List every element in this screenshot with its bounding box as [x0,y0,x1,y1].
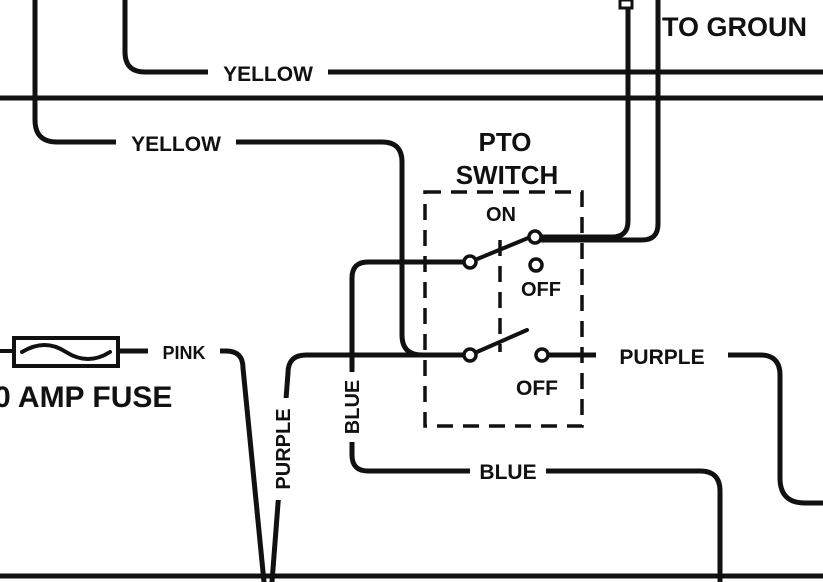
switch-blade-lower [468,328,529,357]
label-yellow-top: YELLOW [223,63,313,86]
label-switch: SWITCH [456,160,559,190]
label-bg-blue-vertical [338,372,366,442]
label-bg-purple-vertical [268,398,298,500]
terminal-off-lower [534,347,550,363]
label-purple-right: PURPLE [619,346,704,369]
label-purple-vertical: PURPLE [273,408,295,489]
label-blue-vertical: BLUE [342,380,364,434]
label-bg-pink [148,340,220,364]
switch-enclosure [423,190,584,428]
label-to-ground: TO GROUN [662,12,807,42]
wire-purple [269,352,471,582]
terminal-common-lower [462,347,478,363]
label-fuse: 0 AMP FUSE [0,381,172,414]
ground-connector [618,0,634,10]
wire-yellow-middle [32,0,471,358]
wire-ground-b [531,0,661,243]
terminal-on [527,229,543,245]
label-pink: PINK [162,343,205,363]
wire-yellow-upper [122,0,823,75]
label-yellow-middle: YELLOW [131,133,221,156]
label-bg-yellow-top [208,60,328,86]
label-bg-blue-bottom [470,459,546,485]
wire-blue [349,259,723,582]
terminal-common-upper [462,254,478,270]
label-pto: PTO [479,127,532,157]
switch-blade-upper [468,234,535,264]
label-off-lower: OFF [516,377,558,400]
wire-purple-right [545,352,823,506]
label-blue-bottom: BLUE [479,461,536,484]
terminal-off-upper [528,257,544,273]
wire-ground-a [531,2,631,240]
fuse-element [20,343,112,361]
label-bg-purple-right [596,342,728,368]
label-off-upper: OFF [521,279,561,301]
wire-pink [115,348,267,582]
label-on: ON [486,204,516,226]
label-bg-yellow-mid [116,130,236,156]
